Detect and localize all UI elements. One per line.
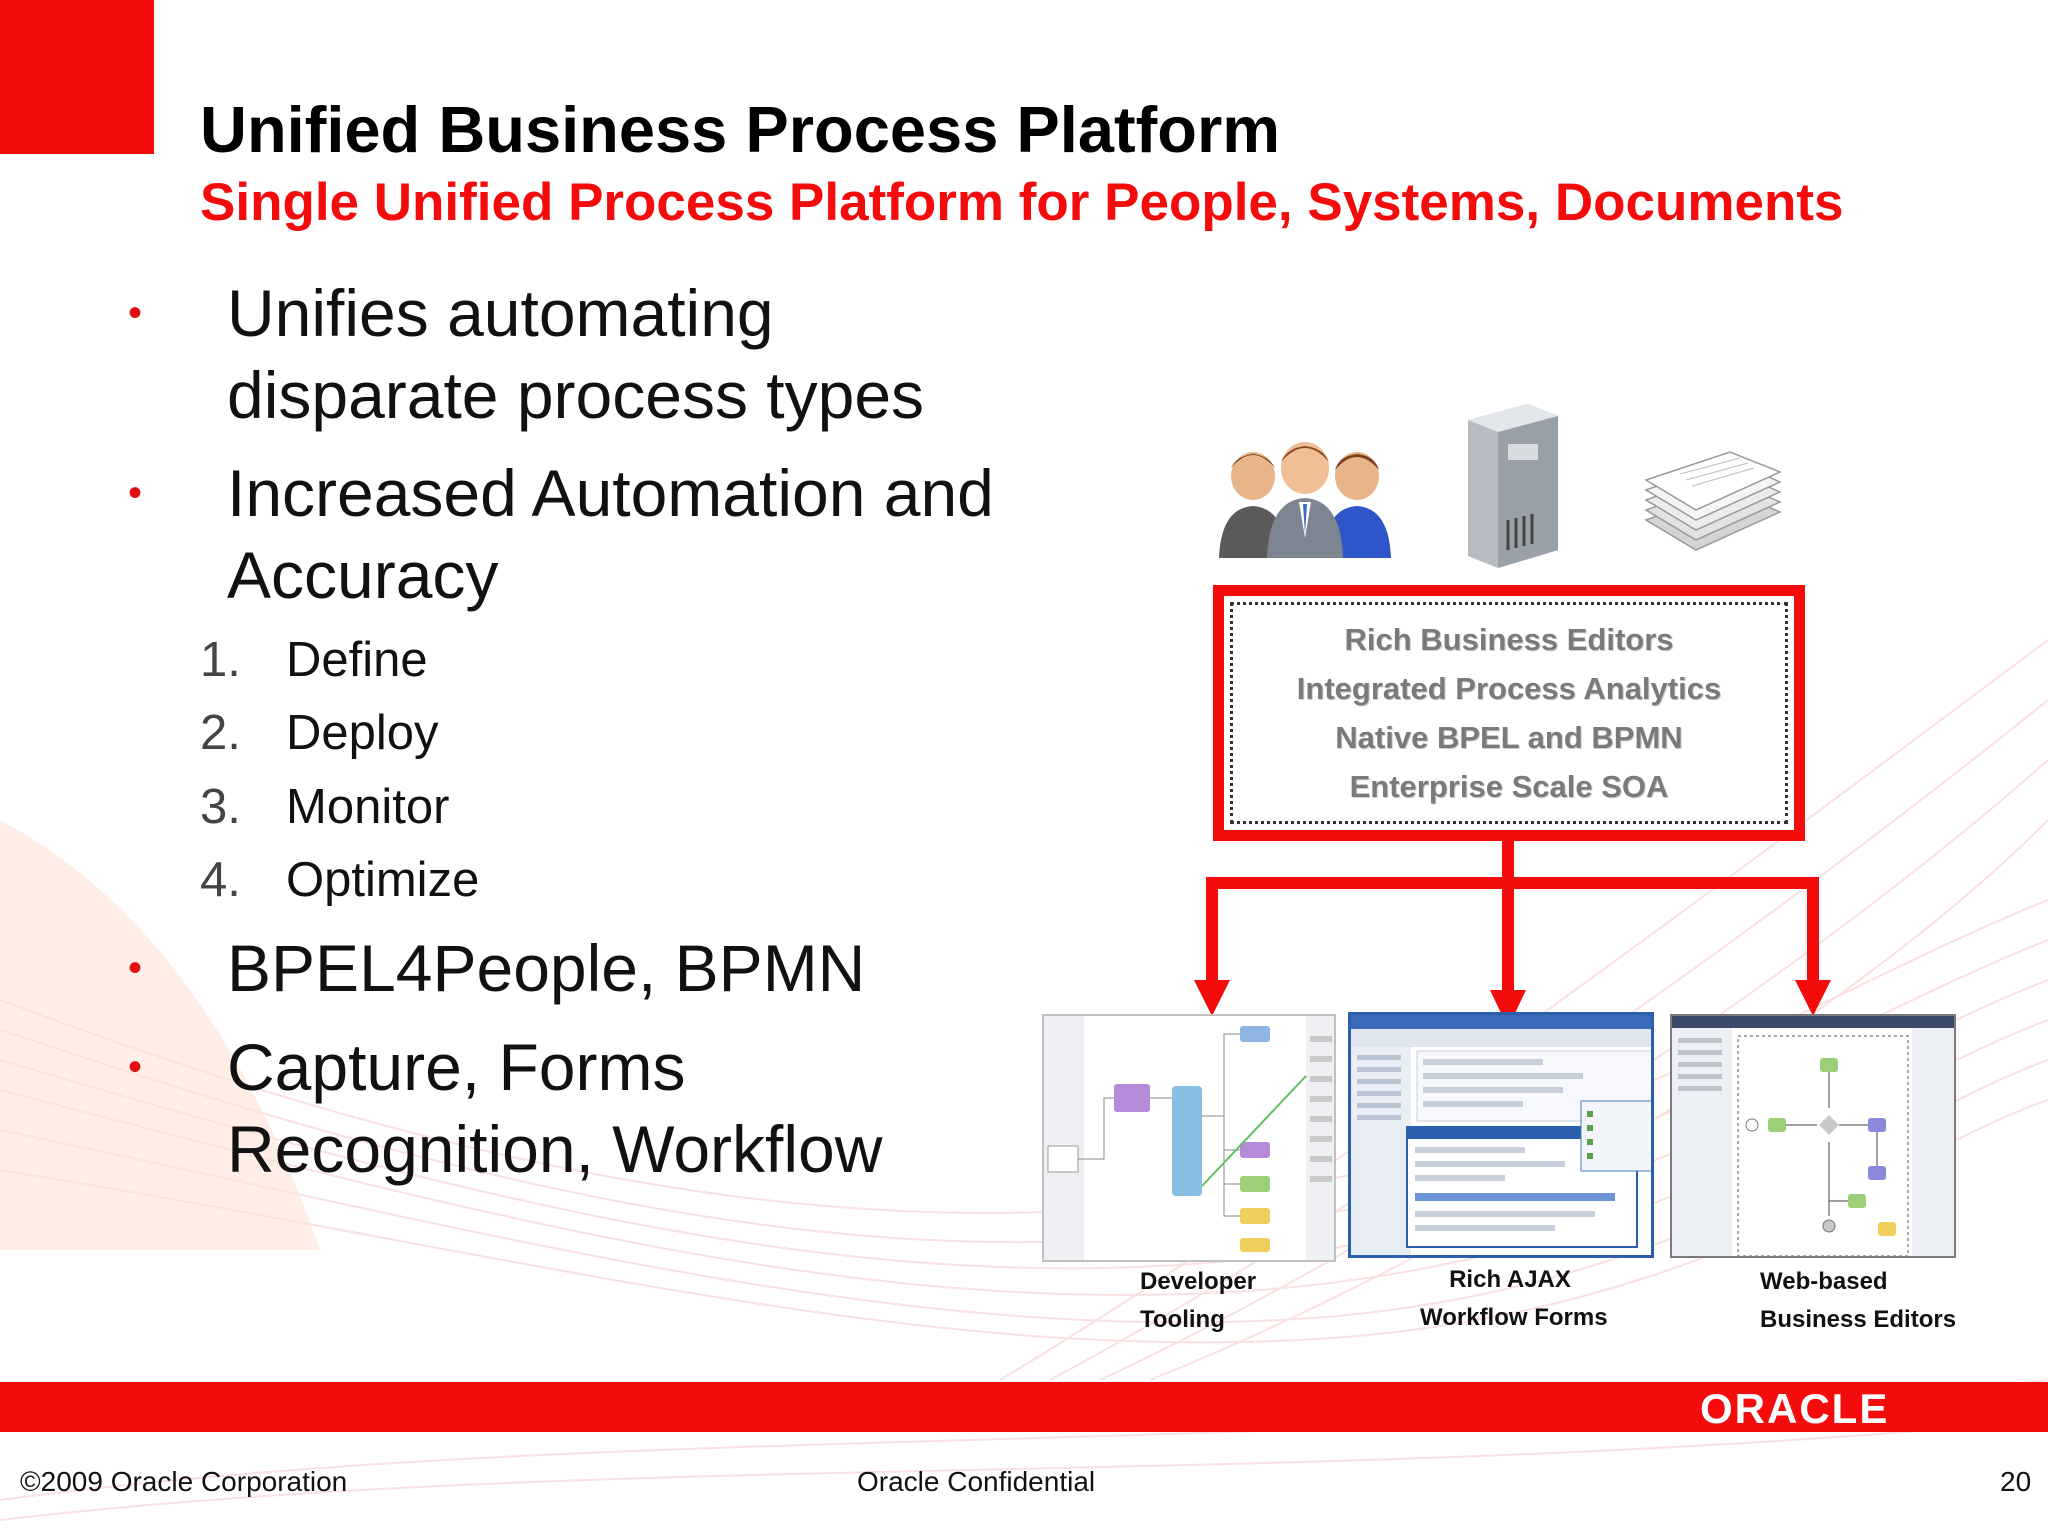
step-number: 2.: [200, 706, 241, 760]
documents-icon: [1644, 451, 1782, 551]
feature-line: Rich Business Editors: [1344, 622, 1674, 657]
thumbnail-caption: Rich AJAX Workflow Forms: [1420, 1266, 1608, 1331]
step-number: 4.: [200, 853, 241, 907]
step-label: Deploy: [286, 706, 439, 760]
feature-line: Integrated Process Analytics: [1296, 671, 1722, 706]
bullet-marker: •: [127, 471, 142, 515]
brand-bar: [0, 1382, 2048, 1432]
bullet-marker: •: [127, 1045, 142, 1089]
arrow-head: [1795, 980, 1831, 1016]
slide-subtitle: Single Unified Process Platform for Peop…: [200, 173, 1844, 232]
arrow-head: [1490, 990, 1526, 1028]
step-label: Optimize: [286, 853, 480, 907]
arrow-head: [1194, 980, 1230, 1016]
footer-copyright: ©2009 Oracle Corporation: [20, 1466, 348, 1497]
slide-title: Unified Business Process Platform: [200, 93, 1281, 166]
platform-features-box: Rich Business Editors Integrated Process…: [1213, 585, 1805, 841]
platform-features-inner: Rich Business Editors Integrated Process…: [1230, 602, 1788, 824]
brand-corner-block: [0, 0, 154, 154]
feature-line: Enterprise Scale SOA: [1349, 769, 1669, 804]
step-number: 1.: [200, 633, 241, 687]
people-icon: [1219, 442, 1391, 558]
workflow-forms-screenshot: [1348, 1012, 1654, 1258]
feature-line: Native BPEL and BPMN: [1335, 720, 1683, 755]
server-icon: [1468, 404, 1558, 568]
bullet-marker: •: [127, 291, 142, 335]
step-label: Define: [286, 633, 428, 687]
footer-confidential: Oracle Confidential: [857, 1466, 1096, 1497]
thumbnail-caption: Developer Tooling: [1140, 1268, 1257, 1333]
bullet-text: Increased Automation and Accuracy: [227, 456, 994, 612]
business-editors-screenshot: [1670, 1014, 1956, 1258]
oracle-logo: ORACLE: [1700, 1385, 1890, 1432]
step-number: 3.: [200, 780, 241, 834]
bullet-marker: •: [127, 946, 142, 990]
page-number: 20: [2000, 1466, 2032, 1497]
step-label: Monitor: [286, 780, 450, 834]
bullet-text: Unifies automating disparate process typ…: [227, 276, 925, 432]
developer-tooling-screenshot: [1042, 1014, 1336, 1262]
thumbnail-caption: Web-based Business Editors: [1760, 1268, 1957, 1333]
bullet-text: Capture, Forms Recognition, Workflow: [227, 1030, 883, 1186]
bullet-text: BPEL4People, BPMN: [227, 931, 866, 1005]
